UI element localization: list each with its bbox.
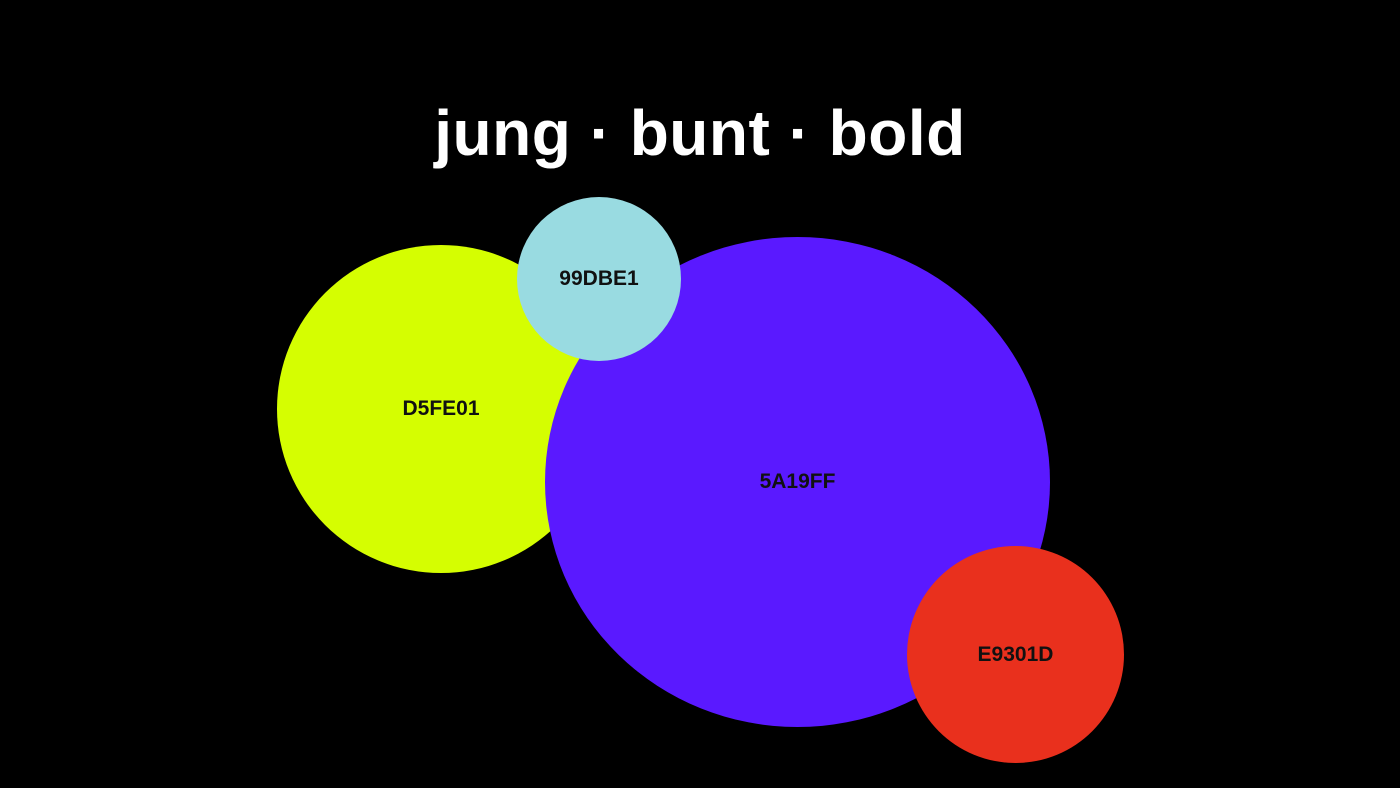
color-code-label: E9301D — [977, 642, 1054, 666]
color-code-label: 5A19FF — [759, 470, 836, 493]
color-code-label: D5FE01 — [402, 397, 480, 420]
color-code-label: 99DBE1 — [559, 267, 639, 290]
color-circle-red: E9301D — [907, 546, 1124, 763]
slide-title: jung · bunt · bold — [434, 97, 966, 169]
color-circle-light-blue: 99DBE1 — [517, 197, 681, 361]
